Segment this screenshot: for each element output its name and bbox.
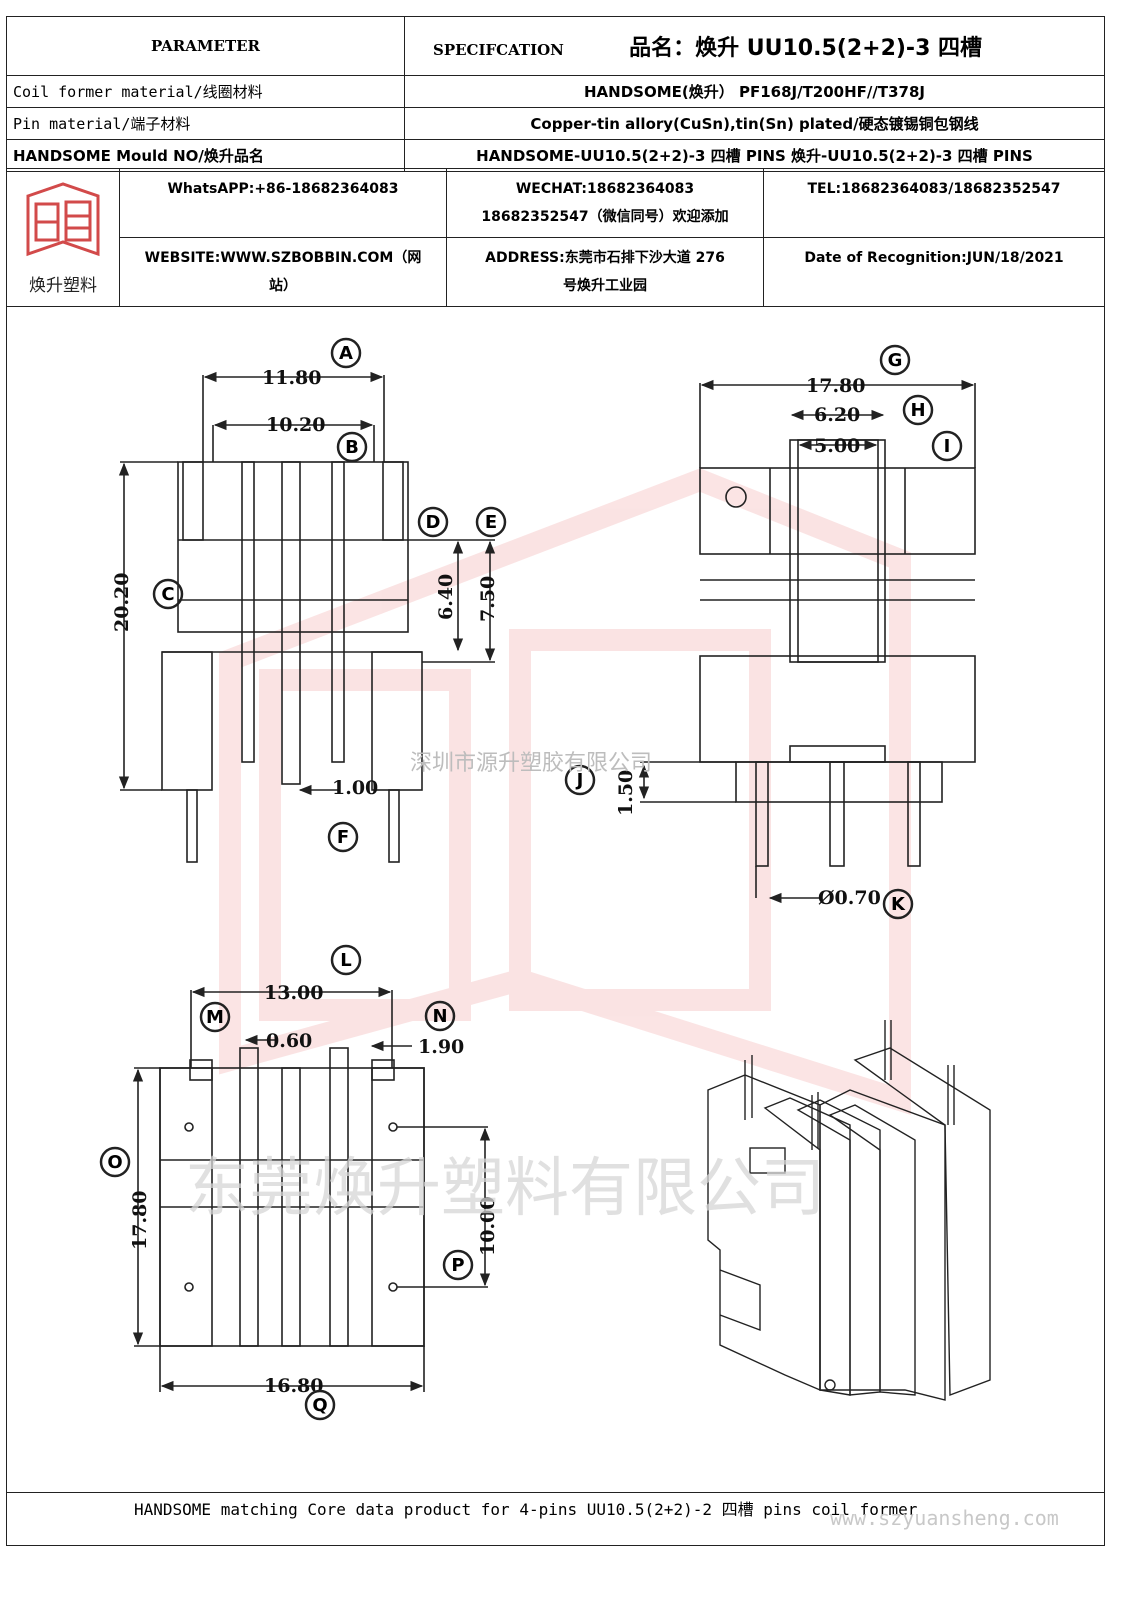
callout-b: B [336,431,368,463]
tel: TEL:18682364083/18682352547 [807,181,1061,197]
dim-h: 6.20 [814,404,860,426]
callout-n: N [424,1000,456,1032]
coil-material-label: Coil former material/线圈材料 [6,75,405,108]
dim-a: 11.80 [262,367,322,389]
logo-text: 焕升塑料 [29,275,97,296]
callout-j: J [564,764,596,796]
product-name: 品名：焕升 UU10.5(2+2)-3 四槽 [629,36,983,61]
bottom-view [159,1047,425,1347]
callout-labels: A B C D E F G H I J K L M N O P Q [99,337,963,1421]
svg-text:F: F [337,827,349,848]
address-line1: ADDRESS:东莞市石排下沙大道 276 [485,250,725,266]
whatsapp: WhatsAPP:+86-18682364083 [167,181,399,197]
svg-text:C: C [161,584,174,605]
svg-text:P: P [451,1255,464,1276]
dim-i: 5.00 [814,435,860,457]
mould-no-value: HANDSOME-UU10.5(2+2)-3 四槽 PINS 焕升-UU10.5… [404,139,1105,172]
callout-p: P [442,1249,474,1281]
dim-m: 0.60 [266,1030,312,1052]
wechat-line2: 18682352547（微信同号）欢迎添加 [481,209,729,225]
svg-text:K: K [891,894,906,915]
website-cell: WEBSITE:WWW.SZBOBBIN.COM（网 站） [119,237,447,307]
callout-d: D [417,506,449,538]
callout-h: H [902,394,934,426]
watermark-small: 深圳市源升塑胶有限公司 [410,751,652,776]
dim-n: 1.90 [418,1036,464,1058]
dim-g: 17.80 [806,375,866,397]
pin-material-label: Pin material/端子材料 [6,107,405,140]
svg-text:M: M [206,1007,224,1028]
svg-text:L: L [340,950,351,971]
wechat-cell: WECHAT:18682364083 18682352547（微信同号）欢迎添加 [446,168,764,238]
specification-header: SPECIFCATION 品名：焕升 UU10.5(2+2)-3 四槽 [404,16,1105,76]
svg-text:J: J [575,770,584,791]
technical-drawing: 11.80 10.20 20.20 6.40 7.50 1.00 17.80 6… [99,337,991,1421]
contact-table: 焕升塑料 WhatsAPP:+86-18682364083 WECHAT:186… [6,168,1105,307]
callout-k: K [882,888,914,920]
dim-d: 6.40 [435,574,457,620]
callout-e: E [475,506,507,538]
front-view [161,461,423,863]
callout-l: L [330,944,362,976]
company-logo [26,181,100,256]
dim-j: 1.50 [615,770,637,816]
website-line1: WEBSITE:WWW.SZBOBBIN.COM（网 [144,250,422,266]
footer-note: HANDSOME matching Core data product for … [6,1492,1105,1526]
svg-text:N: N [432,1006,447,1027]
dimension-texts: 11.80 10.20 20.20 6.40 7.50 1.00 17.80 6… [111,367,881,1397]
svg-text:O: O [107,1152,122,1173]
svg-text:D: D [426,512,441,533]
callout-m: M [199,1001,231,1033]
callout-c: C [152,578,184,610]
tel-cell: TEL:18682364083/18682352547 [763,168,1105,238]
dim-e: 7.50 [477,576,499,622]
specification-title: SPECIFCATION [433,41,564,59]
whatsapp-cell: WhatsAPP:+86-18682364083 [119,168,447,238]
svg-text:Q: Q [312,1395,327,1416]
dim-f: 1.00 [332,777,378,799]
logo-cell: 焕升塑料 [6,168,120,307]
svg-text:I: I [944,436,951,457]
dim-l: 13.00 [264,982,324,1004]
callout-o: O [99,1146,131,1178]
parameter-header: PARAMETER [6,16,405,76]
dim-k: Ø0.70 [818,887,881,909]
mould-no-label: HANDSOME Mould NO/焕升品名 [6,139,405,172]
isometric-view [707,1020,991,1401]
dim-q: 16.80 [264,1375,324,1397]
svg-text:B: B [345,437,359,458]
dim-b: 10.20 [266,414,326,436]
dim-o: 17.80 [129,1191,151,1251]
svg-text:A: A [339,343,353,364]
callout-i: I [931,430,963,462]
address-cell: ADDRESS:东莞市石排下沙大道 276 号焕升工业园 [446,237,764,307]
dim-p: 10.00 [477,1197,499,1257]
pin-material-value: Copper-tin allory(CuSn),tin(Sn) plated/硬… [404,107,1105,140]
website-watermark: www.szyuansheng.com [830,1506,1059,1530]
spec-table: PARAMETER SPECIFCATION 品名：焕升 UU10.5(2+2)… [6,16,1105,172]
svg-text:H: H [910,400,925,421]
callout-q: Q [304,1389,336,1421]
svg-text:G: G [888,350,903,371]
recognition-date: Date of Recognition:JUN/18/2021 [804,250,1064,266]
svg-text:E: E [485,512,497,533]
coil-material-value: HANDSOME(焕升） PF168J/T200HF//T378J [404,75,1105,108]
date-cell: Date of Recognition:JUN/18/2021 [763,237,1105,307]
watermark-large: 东莞焕升塑料有限公司 [185,1152,825,1226]
dim-c: 20.20 [111,573,133,633]
callout-g: G [879,344,911,376]
callout-a: A [330,337,362,369]
website-line2: 站） [269,278,297,294]
wechat-line1: WECHAT:18682364083 [515,181,695,197]
address-line2: 号焕升工业园 [563,278,647,294]
callout-f: F [327,821,359,853]
